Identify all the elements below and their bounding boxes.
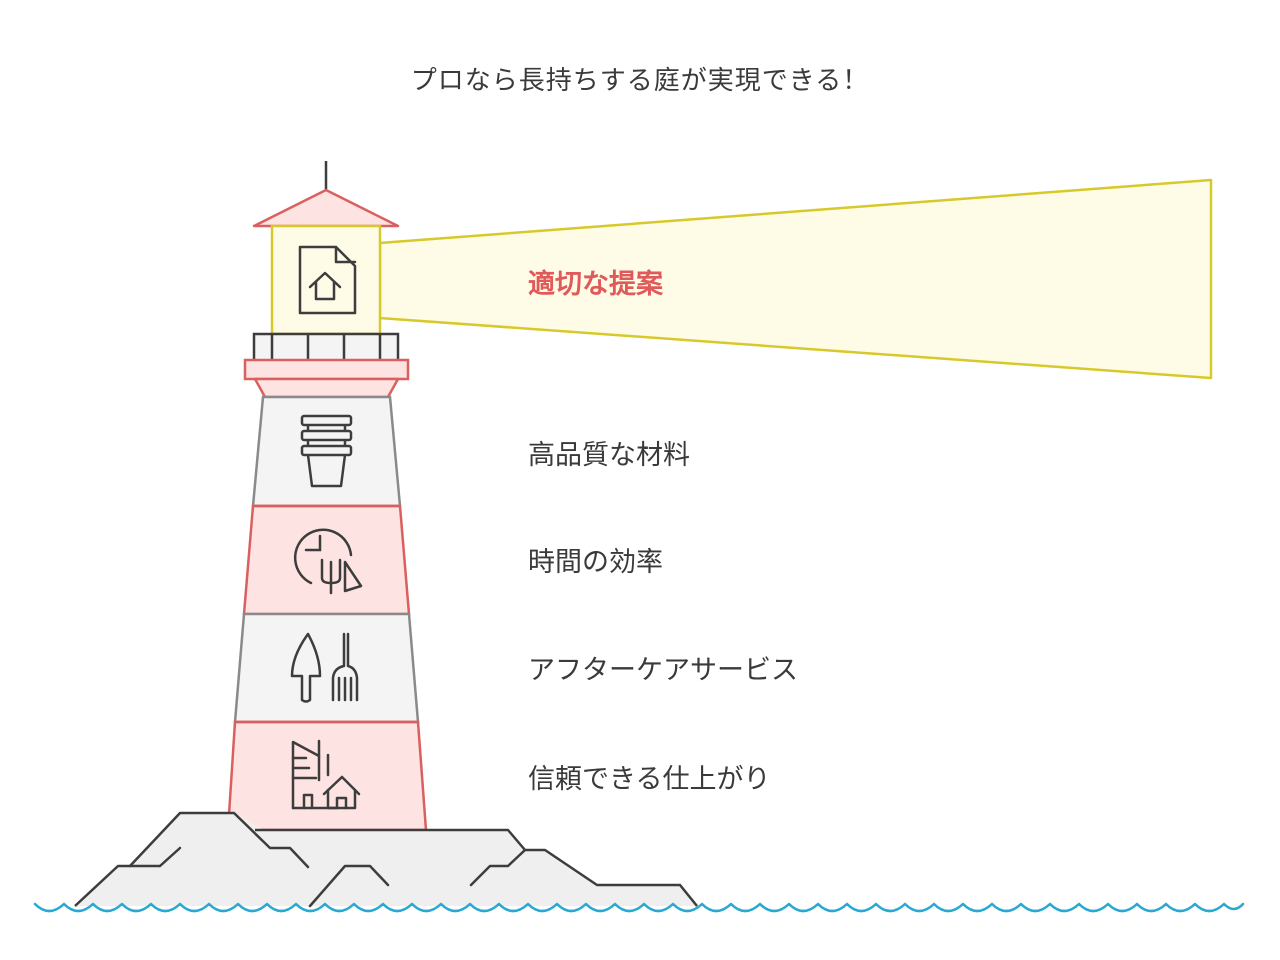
tower-section-1: [251, 395, 402, 508]
section-label-materials: 高品質な材料: [528, 440, 690, 471]
stacked-pots-icon: [300, 414, 353, 488]
light-beam: [378, 178, 1213, 380]
gallery-railing: [252, 332, 400, 360]
clock-plant-icon: [293, 528, 363, 595]
water-waves: [33, 902, 1245, 913]
beam-label: 適切な提案: [528, 269, 663, 300]
house-document-icon: [298, 245, 357, 315]
lighthouse-roof: [252, 188, 400, 228]
rocks: [74, 811, 698, 908]
section-label-reliable-finish: 信頼できる仕上がり: [528, 764, 771, 795]
page-title: プロなら長持ちする庭が実現できる！: [410, 66, 870, 96]
section-label-aftercare: アフターケアサービス: [528, 655, 798, 686]
tower-section-2: [242, 504, 411, 616]
buildings-house-icon: [291, 739, 361, 810]
gallery-base: [253, 377, 400, 399]
trowel-fork-icon: [290, 632, 359, 703]
rock-main: [75, 813, 697, 906]
lantern-room: [270, 224, 382, 336]
gallery-deck: [243, 358, 410, 381]
section-label-time-efficiency: 時間の効率: [528, 547, 663, 578]
tower-section-4: [226, 720, 428, 832]
tower-section-3: [233, 612, 420, 724]
